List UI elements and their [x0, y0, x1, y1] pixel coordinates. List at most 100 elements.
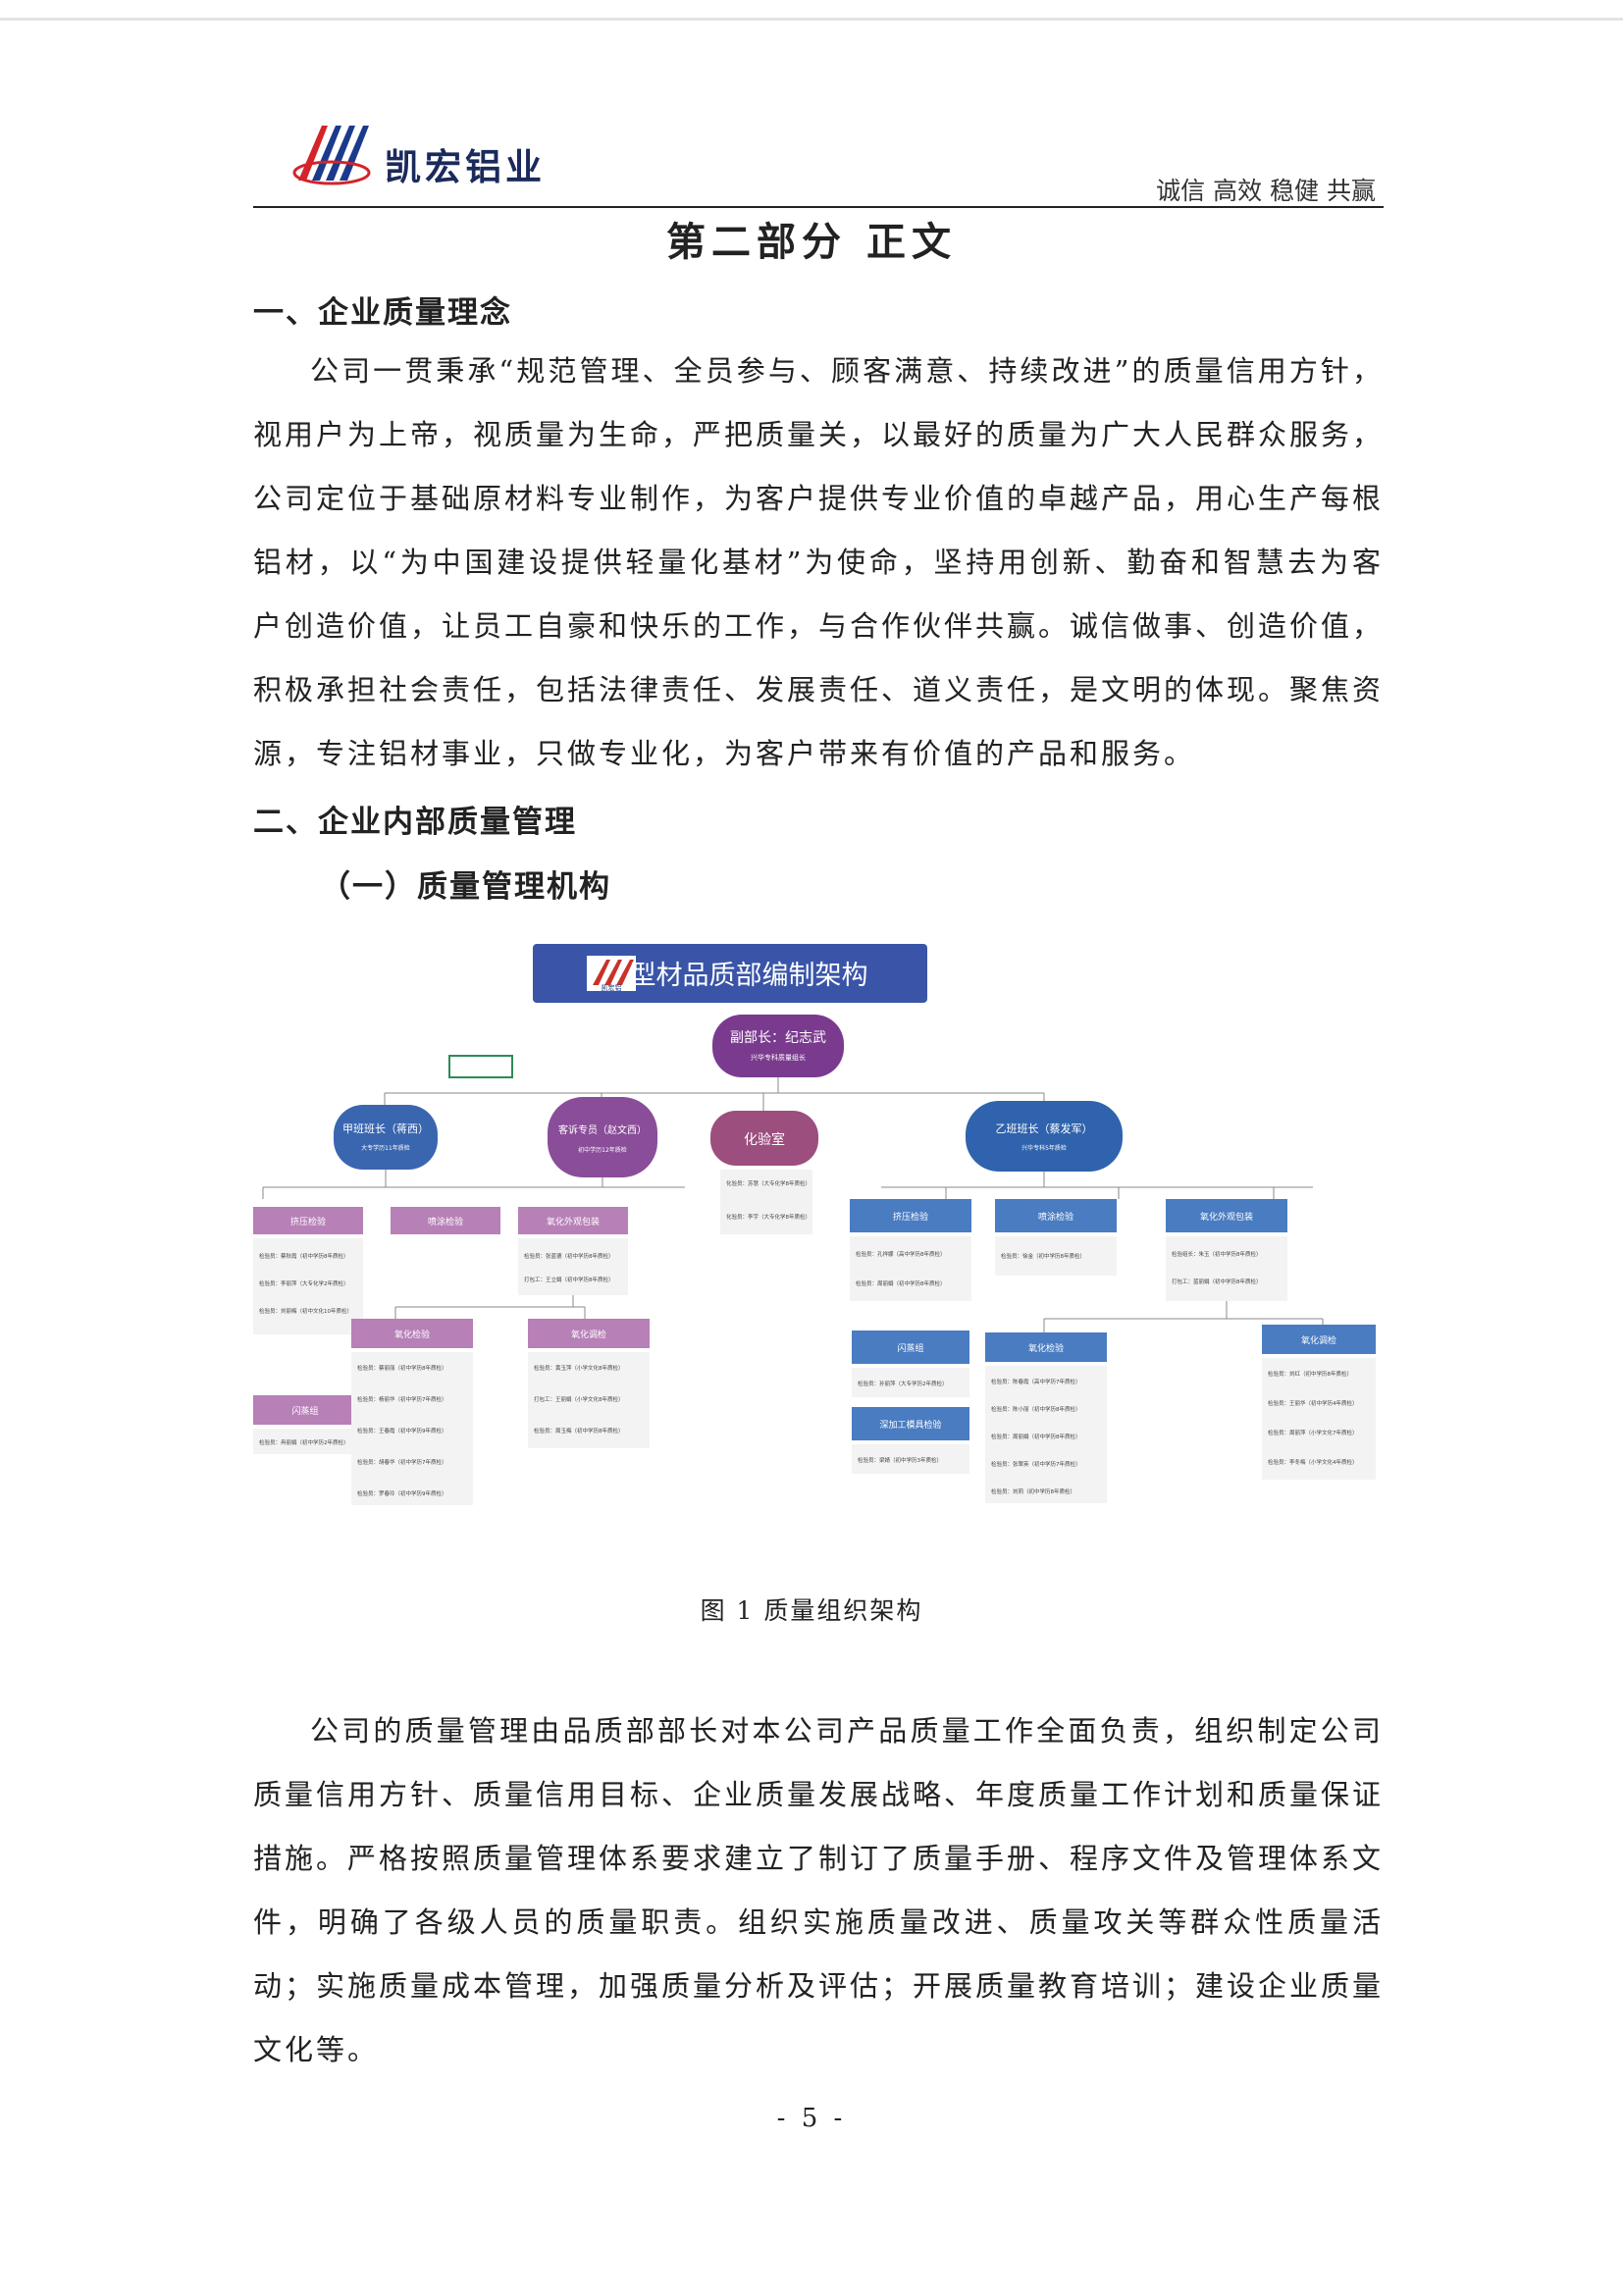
org-unit-staff: 检验员：蔡秋霞（初中学历8年质检） — [259, 1252, 349, 1260]
org-unit-staff-box — [852, 1368, 969, 1397]
org-unit-title: 深加工模具检验 — [879, 1419, 941, 1431]
org-unit-staff: 检验员：周丽娟（初中学历8年质检） — [856, 1279, 946, 1287]
org-leader-title: 甲班班长（蒋西） — [342, 1122, 429, 1135]
org-unit-node — [391, 1207, 500, 1234]
org-unit-staff: 检验员：王丽华（初中学历4年质检） — [1268, 1399, 1358, 1407]
org-unit-node — [253, 1395, 357, 1425]
org-lab-staff: 化验员：李宇（大专化学8年质检） — [726, 1213, 811, 1221]
org-chart: 凯宏铝 型材品质部编制架构 副部长：纪志武 兴华专科质量组长 甲班班长（蒋西） … — [253, 944, 1376, 1505]
org-unit-title: 喷涂检验 — [1038, 1211, 1073, 1223]
org-unit-node — [351, 1319, 473, 1348]
org-unit-node — [995, 1199, 1117, 1232]
org-unit-staff-box — [253, 1429, 363, 1454]
quality-philosophy-paragraph: 公司一贯秉承“规范管理、全员参与、顾客满意、持续改进”的质量信用方针，视用户为上… — [253, 354, 1385, 770]
org-lab-staff-box — [720, 1170, 812, 1234]
company-logo-icon — [292, 126, 371, 185]
org-unit-node — [528, 1319, 650, 1348]
org-chart-logo-text: 凯宏铝 — [602, 983, 622, 992]
org-unit-staff: 检验员：刘红（初中学历8年质检） — [1268, 1370, 1352, 1378]
org-leader-note: 兴华专科5年质检 — [1021, 1144, 1067, 1152]
org-unit-staff: 检验员：张蓝德（初中学历8年质检） — [524, 1252, 614, 1260]
org-unit-title: 氧化外观包装 — [547, 1216, 600, 1227]
org-lab-staff: 化验员：苏慧（大专化学8年质检） — [726, 1179, 811, 1187]
company-slogan: 诚信 高效 稳健 共赢 — [1156, 177, 1376, 205]
part-title: 第二部分 正文 — [666, 219, 957, 265]
org-leader-title: 客诉专员（赵文西） — [558, 1123, 647, 1136]
org-unit-staff-box — [985, 1366, 1107, 1503]
org-unit-staff: 检验员：冉丽娟（初中学历2年质检） — [259, 1438, 349, 1446]
org-unit-staff-box — [1262, 1358, 1376, 1480]
org-head-node — [712, 1015, 844, 1077]
org-unit-staff-box — [351, 1352, 473, 1505]
section-heading-internal-management: 二、企业内部质量管理 — [253, 805, 577, 840]
org-unit-staff: 检验组长：朱玉（初中学历8年质检） — [1172, 1250, 1262, 1258]
org-leader-title: 化验室 — [744, 1131, 785, 1148]
org-unit-staff: 检验员：徐金（初中学历8年质检） — [1001, 1252, 1085, 1260]
org-unit-node — [852, 1407, 969, 1440]
org-empty-box — [448, 1055, 513, 1078]
org-unit-node — [1262, 1325, 1376, 1354]
org-unit-node — [985, 1332, 1107, 1362]
org-head-title: 副部长：纪志武 — [730, 1030, 826, 1046]
org-chart-title: 型材品质部编制架构 — [630, 961, 868, 991]
org-unit-staff: 检验员：周玉梅（初中学历8年质检） — [534, 1427, 624, 1435]
org-unit-title: 挤压检验 — [893, 1211, 928, 1223]
org-unit-staff: 打包工：王立娟（初中学历8年质检） — [524, 1276, 614, 1283]
org-unit-staff: 检验员：张翠英（初中学历7年质检） — [991, 1460, 1081, 1468]
org-unit-title: 氧化调检 — [571, 1329, 606, 1340]
org-unit-node — [253, 1207, 363, 1234]
org-unit-title: 闪蒸组 — [291, 1405, 318, 1417]
org-unit-title: 挤压检验 — [290, 1216, 326, 1227]
org-unit-staff-box — [528, 1352, 650, 1448]
org-unit-staff: 检验员：刘莉（初中学历8年质检） — [991, 1487, 1075, 1495]
org-unit-title: 氧化外观包装 — [1200, 1211, 1253, 1223]
org-unit-staff: 检验员：刘丽梅（初中文化10年质检） — [259, 1307, 352, 1315]
org-unit-staff: 检验员：孙丽萍（大专学历2年质检） — [858, 1380, 948, 1387]
org-unit-staff-box — [518, 1238, 628, 1295]
org-unit-staff: 检验员：周丽娟（初中学历8年质检） — [991, 1433, 1081, 1440]
org-unit-staff-box — [1166, 1236, 1287, 1301]
org-unit-title: 氧化调检 — [1301, 1334, 1336, 1346]
org-leader-node — [966, 1101, 1123, 1172]
org-unit-staff: 检验员：孔祥娜（高中学历8年质检） — [856, 1250, 946, 1258]
org-unit-staff-box — [852, 1444, 969, 1474]
org-unit-title: 氧化检验 — [394, 1329, 430, 1340]
org-unit-staff: 检验员：王春霞（初中学历9年质检） — [357, 1427, 447, 1435]
header-divider — [253, 206, 1384, 208]
org-leader-title: 乙班班长（蔡发军） — [996, 1122, 1093, 1135]
page-number: - 5 - — [776, 2104, 847, 2133]
org-unit-staff: 打包工：王丽娟（小学文化8年质检） — [534, 1395, 624, 1403]
org-head-note: 兴华专科质量组长 — [751, 1053, 806, 1062]
scan-edge — [0, 18, 1623, 21]
org-unit-node — [852, 1331, 969, 1364]
subsection-heading-organization: （一）质量管理机构 — [320, 869, 611, 905]
org-leader-node — [548, 1097, 657, 1177]
figure-caption: 图 1 质量组织架构 — [700, 1596, 923, 1625]
org-unit-title: 喷涂检验 — [428, 1216, 463, 1227]
org-unit-staff: 检验员：梁婧（初中学历3年质检） — [858, 1456, 942, 1464]
org-unit-staff-box — [850, 1236, 971, 1301]
company-name: 凯宏铝业 — [385, 146, 546, 188]
org-unit-title: 闪蒸组 — [897, 1342, 923, 1354]
org-unit-staff: 检验员：陈春霞（高中学历7年质检） — [991, 1378, 1081, 1385]
quality-management-paragraph: 公司的质量管理由品质部部长对本公司产品质量工作全面负责，组织制定公司质量信用方针… — [253, 1714, 1385, 2066]
org-unit-staff: 检验员：蔡丽丽（初中学历8年质检） — [357, 1364, 447, 1372]
org-unit-node — [518, 1207, 628, 1234]
org-unit-staff: 检验员：胡春华（初中学历7年质检） — [357, 1458, 447, 1466]
org-leader-node — [334, 1105, 438, 1170]
org-unit-staff: 检验员：李丽萍（大专化学2年质检） — [259, 1279, 349, 1287]
org-unit-node — [1166, 1199, 1287, 1232]
org-unit-staff: 检验员：陈小丽（初中学历8年质检） — [991, 1405, 1081, 1413]
org-unit-node — [850, 1199, 971, 1232]
org-unit-staff: 检验员：杨丽华（初中学历7年质检） — [357, 1395, 447, 1403]
section-heading-quality-philosophy: 一、企业质量理念 — [253, 295, 512, 331]
org-unit-staff: 检验员：罗春玲（初中学历9年质检） — [357, 1489, 447, 1497]
org-unit-staff: 检验员：李冬梅（小学文化4年质检） — [1268, 1458, 1358, 1466]
org-unit-staff-box — [253, 1238, 363, 1334]
org-unit-staff: 检验员：黄玉萍（小学文化8年质检） — [534, 1364, 624, 1372]
org-unit-staff: 打包工：蓝丽娟（初中学历8年质检） — [1172, 1278, 1262, 1285]
org-unit-staff-box — [995, 1236, 1117, 1276]
org-leader-node — [710, 1111, 818, 1166]
org-leader-note: 初中学历12年质检 — [578, 1146, 627, 1154]
org-unit-title: 氧化检验 — [1028, 1342, 1064, 1354]
